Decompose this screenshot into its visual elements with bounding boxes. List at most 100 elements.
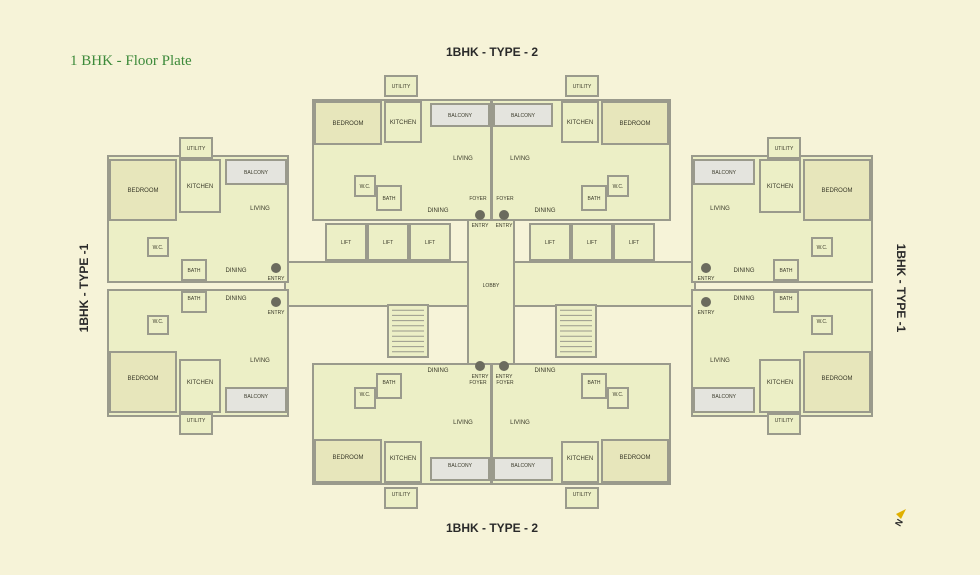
lift-6 bbox=[613, 223, 655, 261]
unit-type2-top-right-utility bbox=[565, 75, 599, 97]
stair-right bbox=[555, 304, 597, 358]
unit-type1-right-top-utility-label: UTILITY bbox=[775, 146, 794, 152]
unit-type2-bottom-left-balcony bbox=[430, 457, 490, 481]
unit-type1-right-top-living: LIVING bbox=[710, 206, 730, 212]
unit-type1-right-top-bedroom-label: BEDROOM bbox=[821, 188, 852, 194]
unit-type1-left-top-wc bbox=[147, 237, 169, 257]
lift-3-label: LIFT bbox=[425, 240, 435, 246]
unit-type1-left-top-bath bbox=[181, 259, 207, 281]
lift-4 bbox=[529, 223, 571, 261]
lift-2 bbox=[367, 223, 409, 261]
unit-type1-left-bottom-kitchen bbox=[179, 359, 221, 413]
lift-4-label: LIFT bbox=[545, 240, 555, 246]
unit-type1-right-bottom-wc bbox=[811, 315, 833, 335]
unit-type1-left-bottom: BEDROOMKITCHENUTILITYBALCONYLIVINGDINING… bbox=[107, 289, 289, 435]
unit-type1-right-bottom-bedroom bbox=[803, 351, 871, 413]
unit-type1-left-bottom-kitchen-label: KITCHEN bbox=[187, 380, 213, 386]
unit-type1-left-bottom-bath bbox=[181, 291, 207, 313]
unit-type1-right-bottom-living: LIVING bbox=[710, 358, 730, 364]
unit-type1-left-bottom-bedroom-label: BEDROOM bbox=[127, 376, 158, 382]
entry-door-icon bbox=[271, 263, 281, 273]
unit-type2-top-right: BEDROOMKITCHENUTILITYBALCONYLIVINGDINING… bbox=[491, 75, 671, 221]
unit-type2-bottom-right-wc-label: W.C. bbox=[613, 392, 624, 398]
unit-type2-top-right-bath bbox=[581, 185, 607, 211]
unit-type1-left-top: BEDROOMKITCHENUTILITYBALCONYLIVINGDINING… bbox=[107, 137, 289, 283]
unit-type2-bottom-right-wc bbox=[607, 387, 629, 409]
unit-type2-bottom-left-wc bbox=[354, 387, 376, 409]
unit-type2-bottom-right: BEDROOMKITCHENUTILITYBALCONYLIVINGDINING… bbox=[491, 363, 671, 509]
unit-type2-bottom-left-kitchen-label: KITCHEN bbox=[390, 456, 416, 462]
unit-type2-bottom-right-kitchen bbox=[561, 441, 599, 483]
unit-type2-bottom-right-utility bbox=[565, 487, 599, 509]
unit-type1-right-bottom-bath-label: BATH bbox=[780, 296, 793, 302]
unit-type1-right-bottom-kitchen-label: KITCHEN bbox=[767, 380, 793, 386]
unit-type2-top-right-kitchen bbox=[561, 101, 599, 143]
unit-type1-right-top-wc-label: W.C. bbox=[817, 245, 828, 251]
unit-type1-left-bottom-bath-label: BATH bbox=[188, 296, 201, 302]
unit-type2-bottom-right-utility-label: UTILITY bbox=[573, 492, 592, 498]
lift-5 bbox=[571, 223, 613, 261]
unit-type2-bottom-right-living: LIVING bbox=[510, 420, 530, 426]
unit-type2-top-left-bath bbox=[376, 185, 402, 211]
unit-type1-right-bottom-bath bbox=[773, 291, 799, 313]
unit-type1-right-bottom-wc-label: W.C. bbox=[817, 319, 828, 325]
unit-type2-top-left-utility-label: UTILITY bbox=[392, 84, 411, 90]
unit-type2-top-left-dining: DINING bbox=[428, 208, 449, 214]
unit-type2-top-right-wc bbox=[607, 175, 629, 197]
entry-door-icon bbox=[499, 210, 509, 220]
unit-type1-left-top-bedroom bbox=[109, 159, 177, 221]
unit-type2-bottom-right-foyer: FOYER bbox=[496, 380, 514, 386]
unit-type2-top-right-foyer: FOYER bbox=[496, 196, 514, 202]
unit-type1-left-bottom-wc-label: W.C. bbox=[153, 319, 164, 325]
unit-type1-right-top-balcony-label: BALCONY bbox=[712, 170, 737, 176]
unit-type2-top-right-bedroom bbox=[601, 101, 669, 145]
unit-type2-top-right-kitchen-label: KITCHEN bbox=[567, 120, 593, 126]
unit-type2-top-right-bath-label: BATH bbox=[588, 196, 601, 202]
unit-type1-right-top-utility bbox=[767, 137, 801, 159]
unit-type1-right-top-bath-label: BATH bbox=[780, 268, 793, 274]
unit-type1-left-bottom-living: LIVING bbox=[250, 358, 270, 364]
stair-left bbox=[387, 304, 429, 358]
unit-type2-top-right-balcony bbox=[493, 103, 553, 127]
unit-type1-right-top-kitchen bbox=[759, 159, 801, 213]
unit-type1-right-bottom-bedroom-label: BEDROOM bbox=[821, 376, 852, 382]
lift-5-label: LIFT bbox=[587, 240, 597, 246]
unit-type2-top-left-balcony bbox=[430, 103, 490, 127]
unit-type1-left-bottom-dining: DINING bbox=[226, 296, 247, 302]
unit-type1-left-top-utility bbox=[179, 137, 213, 159]
lift-1-label: LIFT bbox=[341, 240, 351, 246]
unit-type1-left-bottom-utility-label: UTILITY bbox=[187, 418, 206, 424]
unit-type1-right-top-balcony bbox=[693, 159, 755, 185]
unit-type2-top-left-utility bbox=[384, 75, 418, 97]
entry-door-icon bbox=[475, 210, 485, 220]
lobby-label: LOBBY bbox=[483, 283, 500, 289]
unit-type2-bottom-left-utility bbox=[384, 487, 418, 509]
unit-type1-left-bottom-bedroom bbox=[109, 351, 177, 413]
compass-label: N bbox=[893, 517, 905, 528]
unit-type2-bottom-left-kitchen bbox=[384, 441, 422, 483]
unit-type2-top-left-kitchen-label: KITCHEN bbox=[390, 120, 416, 126]
lift-1 bbox=[325, 223, 367, 261]
unit-type2-top-left-balcony-label: BALCONY bbox=[448, 113, 473, 119]
unit-type2-top-right-balcony-label: BALCONY bbox=[511, 113, 536, 119]
unit-type2-bottom-left-bedroom bbox=[314, 439, 382, 483]
unit-type1-left-bottom-balcony bbox=[225, 387, 287, 413]
unit-type2-top-left-bedroom-label: BEDROOM bbox=[332, 121, 363, 127]
unit-type2-top-left-kitchen bbox=[384, 101, 422, 143]
unit-type1-left-top-bedroom-label: BEDROOM bbox=[127, 188, 158, 194]
unit-type2-top-left-bedroom bbox=[314, 101, 382, 145]
lift-6-label: LIFT bbox=[629, 240, 639, 246]
entry-door-icon bbox=[271, 297, 281, 307]
unit-type2-top-left-foyer: FOYER bbox=[469, 196, 487, 202]
unit-type2-bottom-right-balcony-label: BALCONY bbox=[511, 463, 536, 469]
entry-label: ENTRY bbox=[472, 223, 490, 229]
unit-type1-right-bottom-balcony-label: BALCONY bbox=[712, 394, 737, 400]
page-title: 1 BHK - Floor Plate bbox=[70, 53, 192, 69]
unit-type2-bottom-right-kitchen-label: KITCHEN bbox=[567, 456, 593, 462]
lobby-core: LOBBY bbox=[284, 199, 696, 391]
heading-bottom: 1BHK - TYPE - 2 bbox=[446, 521, 538, 535]
unit-type2-bottom-right-bath bbox=[581, 373, 607, 399]
